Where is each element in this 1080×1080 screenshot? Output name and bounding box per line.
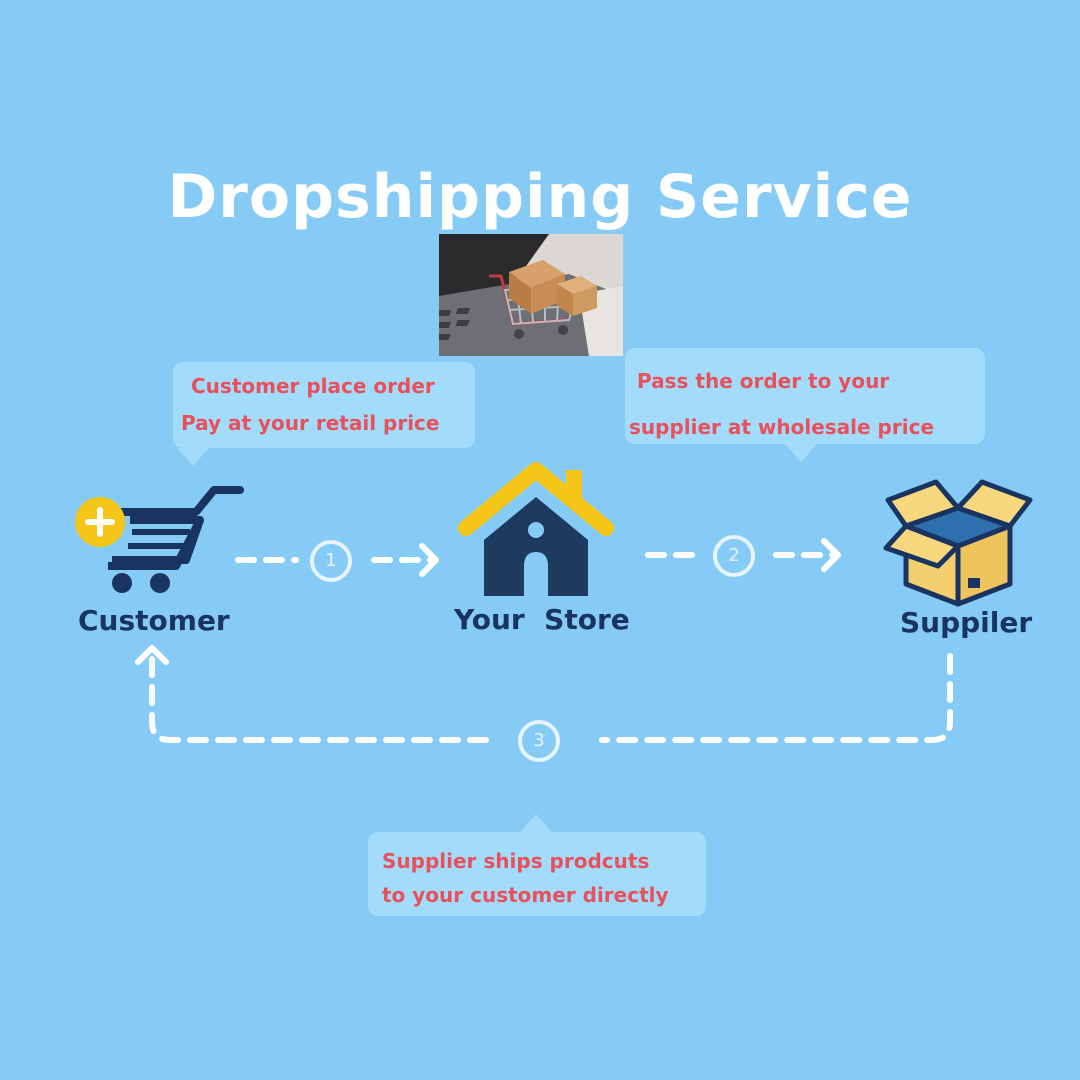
diagram-title: Dropshipping Service (167, 162, 913, 232)
house-icon (458, 462, 614, 596)
callout-tail (520, 814, 552, 832)
node-label-customer: Customer (78, 604, 230, 637)
callout-ship-line2: to your customer directly (382, 883, 669, 907)
callout-order-line2: Pay at your retail price (181, 411, 440, 435)
laptop-cart-photo (439, 234, 623, 356)
step-3-circle: 3 (518, 720, 560, 762)
callout-tail (785, 444, 817, 462)
callout-tail (177, 448, 209, 466)
open-box-icon (883, 479, 1033, 607)
callout-pass-line1: Pass the order to your (637, 369, 890, 393)
step-2-circle: 2 (713, 535, 755, 577)
node-label-store: Your Store (454, 603, 630, 636)
arrow-customer-to-store (235, 543, 439, 577)
callout-customer-order: Customer place order Pay at your retail … (173, 362, 475, 466)
callout-order-line1: Customer place order (191, 374, 435, 398)
photo-illustration (439, 234, 623, 356)
node-label-supplier: Suppiler (900, 606, 1033, 639)
callout-pass-line2: supplier at wholesale price (629, 415, 935, 439)
shopping-cart-plus-icon (75, 486, 244, 593)
callout-supplier-ships: Supplier ships prodcuts to your customer… (368, 814, 706, 916)
step-1-circle: 1 (310, 540, 352, 582)
arrow-supplier-to-customer (135, 645, 953, 743)
callout-ship-line1: Supplier ships prodcuts (382, 849, 650, 873)
arrow-store-to-supplier (645, 538, 841, 572)
callout-pass-order: Pass the order to your supplier at whole… (625, 348, 985, 462)
